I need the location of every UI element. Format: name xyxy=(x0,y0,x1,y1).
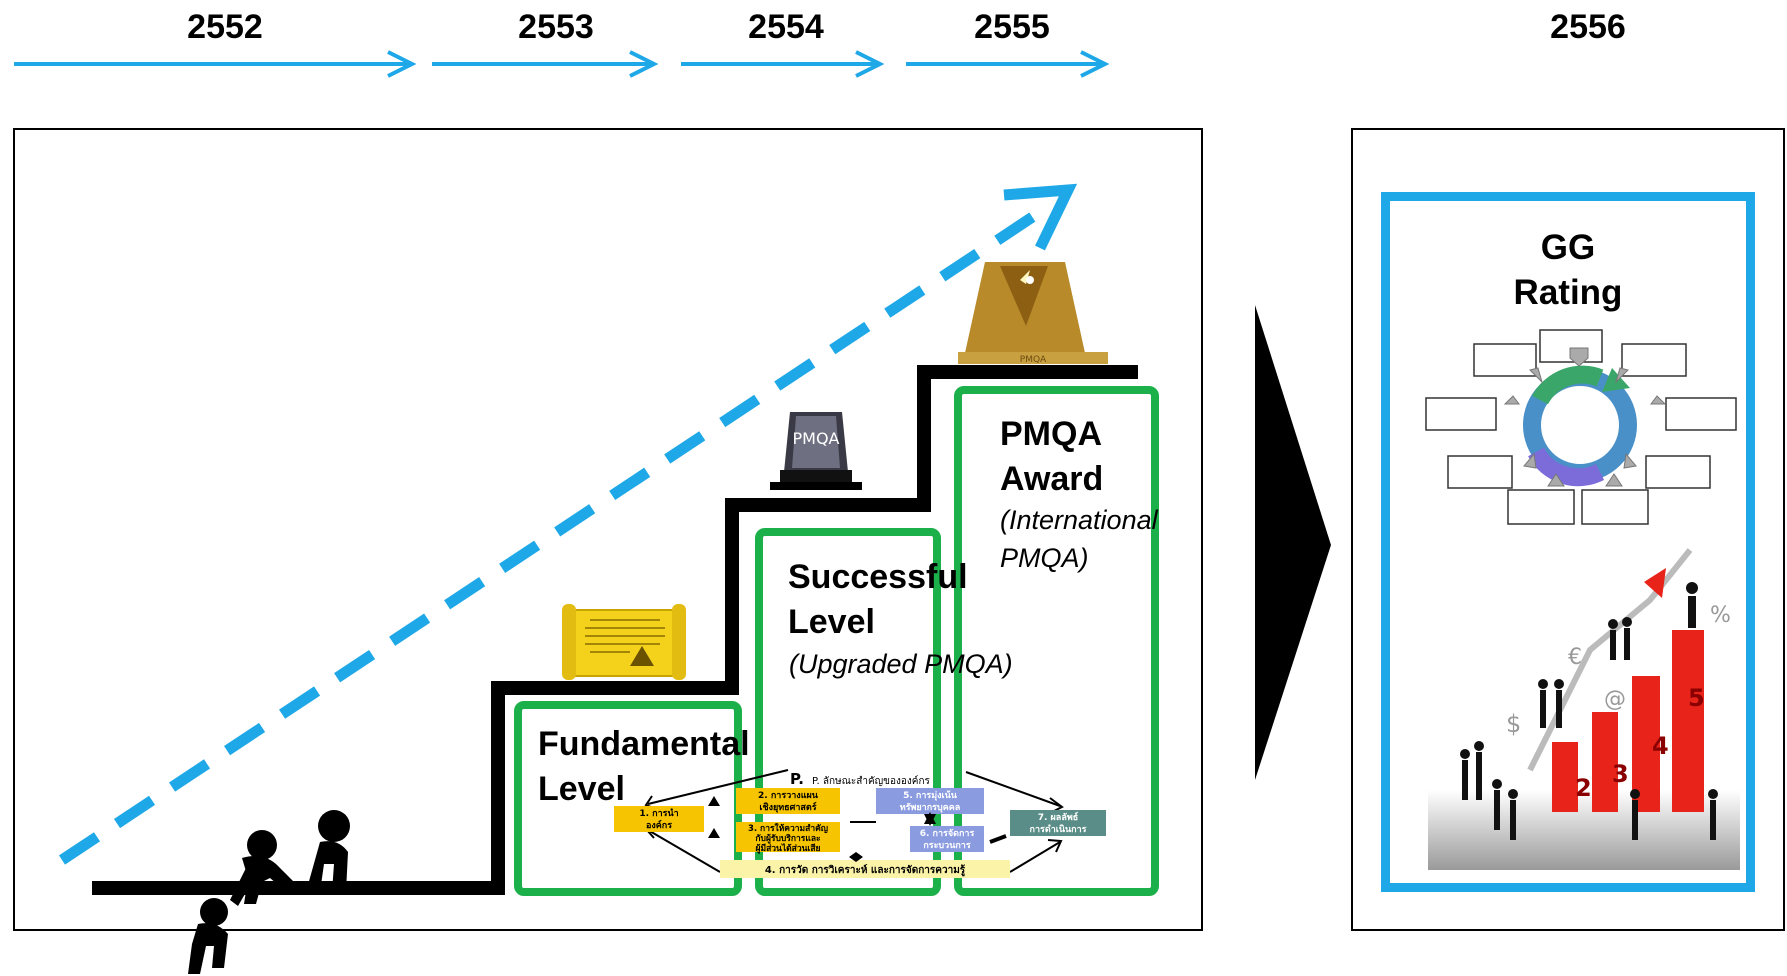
gold-award-icon: PMQA xyxy=(958,262,1108,365)
svg-text:4: 4 xyxy=(1652,732,1669,760)
svg-text:กับผู้รับบริการและ: กับผู้รับบริการและ xyxy=(755,833,820,844)
chart-bar-2 xyxy=(1552,742,1578,812)
svg-text:ผู้มีส่วนได้ส่วนเสีย: ผู้มีส่วนได้ส่วนเสีย xyxy=(756,843,821,854)
svg-text:องค์กร: องค์กร xyxy=(646,819,672,831)
framework-profile-label: P. xyxy=(790,770,804,788)
gg-rating-cycle-icon xyxy=(1425,329,1737,525)
staircase xyxy=(92,365,1138,895)
growth-arrow-head xyxy=(1003,183,1078,251)
people-silhouettes-icon xyxy=(1460,582,1718,840)
svg-text:PMQA: PMQA xyxy=(793,429,840,448)
svg-text:3. การให้ความสำคัญ: 3. การให้ความสำคัญ xyxy=(748,823,828,834)
year-label-2555: 2555 xyxy=(974,8,1050,46)
gg-rating-title: GG Rating xyxy=(1513,228,1623,312)
cycle-arrows-icon xyxy=(1523,365,1637,487)
svg-text:€: € xyxy=(1568,645,1582,670)
svg-text:ทรัพยากรบุคคล: ทรัพยากรบุคคล xyxy=(900,802,961,813)
svg-text:$: $ xyxy=(1506,710,1521,738)
glass-trophy-icon: PMQA xyxy=(770,412,862,490)
svg-text:@: @ xyxy=(1604,687,1626,712)
certificate-scroll-icon xyxy=(562,604,686,680)
year-label-2553: 2553 xyxy=(518,8,594,46)
svg-text:4. การวัด การวิเคราะห์ และการจ: 4. การวัด การวิเคราะห์ และการจัดการความร… xyxy=(765,864,966,877)
svg-text:%: % xyxy=(1710,603,1731,628)
fundamental-level-title: Fundamental Level xyxy=(538,725,750,808)
svg-text:3: 3 xyxy=(1612,760,1629,788)
gg-rating-panel xyxy=(1351,128,1785,931)
svg-text:กระบวนการ: กระบวนการ xyxy=(923,841,971,851)
svg-text:6. การจัดการ: 6. การจัดการ xyxy=(920,828,975,839)
svg-text:2. การวางแผน: 2. การวางแผน xyxy=(758,791,819,801)
svg-text:2: 2 xyxy=(1575,774,1592,802)
successful-level-subtitle: (Upgraded PMQA) xyxy=(789,649,1013,679)
growth-bar-chart: 2 3 4 5 $ € @ % xyxy=(1428,548,1740,870)
svg-text:5. การมุ่งเน้น: 5. การมุ่งเน้น xyxy=(903,790,958,801)
svg-text:การดำเนินการ: การดำเนินการ xyxy=(1030,824,1087,835)
year-label-2552: 2552 xyxy=(187,8,263,46)
award-level-title: PMQA Award xyxy=(1000,415,1104,498)
chart-bar-5 xyxy=(1672,630,1704,812)
climbing-people-icon xyxy=(188,810,350,974)
successful-level-title: Successful Level xyxy=(788,558,968,641)
successful-level-frame xyxy=(755,528,941,896)
gg-rating-frame xyxy=(1381,192,1755,892)
pmqa-framework-diagram: P. P. ลักษณะสำคัญขององค์กร 1. การนำ องค์… xyxy=(614,769,1106,878)
award-level-subtitle: (International PMQA) xyxy=(1000,505,1158,573)
svg-text:PMQA: PMQA xyxy=(1020,355,1047,365)
svg-text:เชิงยุทธศาสตร์: เชิงยุทธศาสตร์ xyxy=(759,801,816,813)
award-level-frame xyxy=(954,386,1159,896)
cycle-inward-arrows xyxy=(1503,347,1667,487)
year-label-2556: 2556 xyxy=(1550,8,1626,46)
svg-text:1. การนำ: 1. การนำ xyxy=(639,808,678,819)
timeline-arrows xyxy=(14,50,1110,78)
big-right-arrow xyxy=(1255,305,1331,780)
year-label-2554: 2554 xyxy=(748,8,824,46)
chart-bar-3 xyxy=(1592,712,1618,812)
svg-text:P. ลักษณะสำคัญขององค์กร: P. ลักษณะสำคัญขององค์กร xyxy=(812,775,931,787)
svg-text:7. ผลลัพธ์: 7. ผลลัพธ์ xyxy=(1038,811,1079,823)
maturity-staircase-panel xyxy=(13,128,1203,931)
svg-text:5: 5 xyxy=(1688,684,1705,712)
